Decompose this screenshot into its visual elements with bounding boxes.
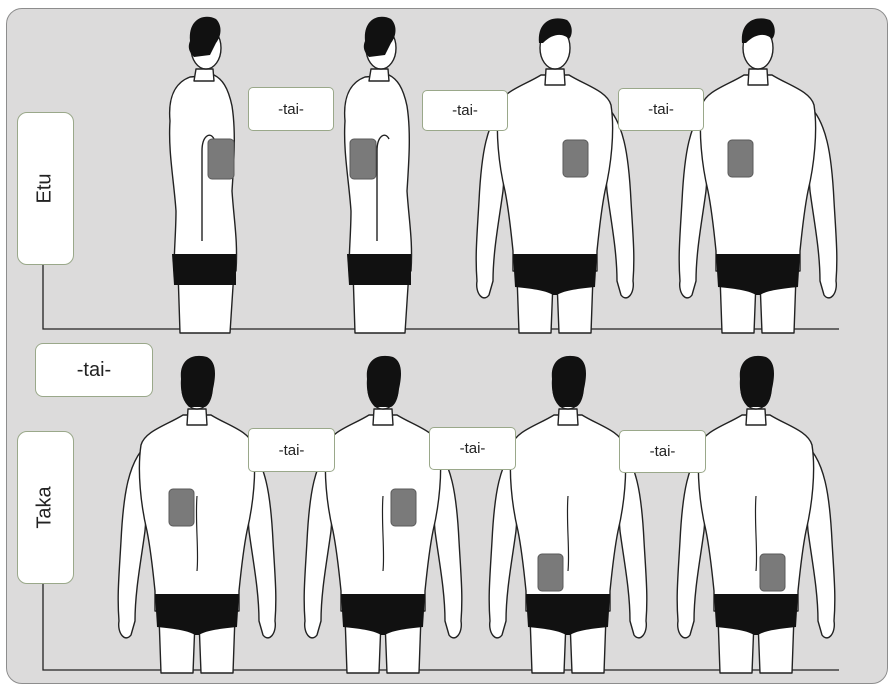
patch-front-4 [728,140,753,177]
figure-back-3 [489,356,647,673]
back-or-1: -tai- [248,428,335,472]
row-label-front: Etu [17,112,74,265]
patch-front-2 [350,139,376,179]
front-or-2: -tai- [422,90,508,131]
diagram-panel: Etu Taka -tai- -tai- -tai- -tai- -tai- -… [6,8,888,684]
front-or-3: -tai- [618,88,704,131]
figure-front-2 [679,18,837,333]
figure-back-2 [304,356,462,673]
patch-back-1 [169,489,194,526]
row-label-back: Taka [17,431,74,584]
figure-front-1 [476,18,634,333]
patch-back-2 [391,489,416,526]
row-label-back-text: Taka [34,486,57,528]
figure-back-1 [118,356,276,673]
back-or-2: -tai- [429,427,516,470]
back-or-3: -tai- [619,430,706,473]
patch-front-3 [563,140,588,177]
patch-front-1 [208,139,234,179]
patch-back-4 [760,554,785,591]
figure-back-4 [677,356,835,673]
patch-back-3 [538,554,563,591]
row-label-front-text: Etu [34,173,57,203]
front-or-1: -tai- [248,87,334,131]
rows-or: -tai- [35,343,153,397]
